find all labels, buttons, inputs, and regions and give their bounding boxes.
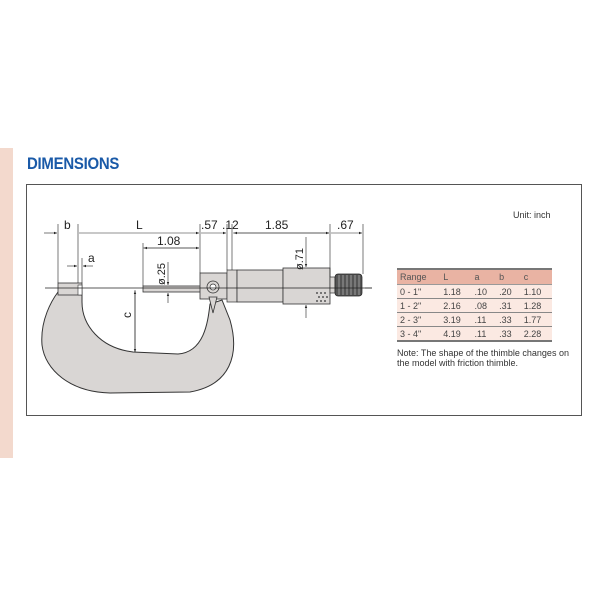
cell-a: .11: [471, 326, 497, 342]
cell-c: 1.28: [520, 298, 552, 313]
dim-57-label: .57: [201, 218, 218, 232]
cell-range: 1 - 2": [397, 298, 441, 313]
cell-b: .31: [496, 298, 521, 313]
ratchet-stop: [329, 276, 336, 294]
cell-L: 4.19: [440, 326, 472, 342]
table-row: 2 - 3" 3.19 .11 .33 1.77: [397, 312, 552, 327]
dia-71-label: ø.71: [294, 248, 306, 270]
unit-label: Unit: inch: [513, 210, 551, 220]
cell-a: .08: [471, 298, 497, 313]
dim-67-label: .67: [337, 218, 354, 232]
size-range-table: Range L a b c 0 - 1" 1.18 .10 .20 1.10 1…: [397, 268, 552, 342]
table-row: 0 - 1" 1.18 .10 .20 1.10: [397, 284, 552, 299]
dim-108-label: 1.08: [157, 234, 181, 248]
cell-range: 3 - 4": [397, 326, 441, 342]
cell-a: .11: [471, 312, 497, 327]
dim-12-label: .12: [222, 218, 239, 232]
cell-range: 0 - 1": [397, 284, 441, 299]
table-header-row: Range L a b c: [397, 268, 552, 285]
micrometer-frame-shape: [41, 291, 235, 394]
cell-L: 1.18: [440, 284, 472, 299]
cell-L: 3.19: [440, 312, 472, 327]
cell-c: 1.77: [520, 312, 552, 327]
table-row: 1 - 2" 2.16 .08 .31 1.28: [397, 298, 552, 313]
cell-c: 2.28: [520, 326, 552, 342]
dia-25-label: ø.25: [156, 263, 168, 285]
spindle: [142, 285, 202, 293]
cell-c: 1.10: [520, 284, 552, 299]
dim-c-label: c: [120, 312, 134, 318]
col-header-L: L: [440, 268, 472, 285]
cell-a: .10: [471, 284, 497, 299]
dim-b-label: b: [64, 218, 71, 232]
section-title: DIMENSIONS: [27, 154, 120, 173]
cell-range: 2 - 3": [397, 312, 441, 327]
col-header-a: a: [471, 268, 497, 285]
col-header-c: c: [520, 268, 552, 285]
col-header-b: b: [496, 268, 521, 285]
thimble: [282, 267, 331, 305]
cell-b: .33: [496, 312, 521, 327]
dim-L-label: L: [136, 218, 143, 232]
sleeve: [226, 269, 238, 303]
cell-b: .20: [496, 284, 521, 299]
cell-L: 2.16: [440, 298, 472, 313]
table-row: 3 - 4" 4.19 .11 .33 2.28: [397, 326, 552, 342]
dim-185-label: 1.85: [265, 218, 289, 232]
side-accent-strip: [0, 148, 13, 458]
dim-a-label: a: [88, 251, 95, 265]
thimble-note: Note: The shape of the thimble changes o…: [397, 348, 569, 368]
cell-b: .33: [496, 326, 521, 342]
col-header-range: Range: [397, 268, 441, 285]
